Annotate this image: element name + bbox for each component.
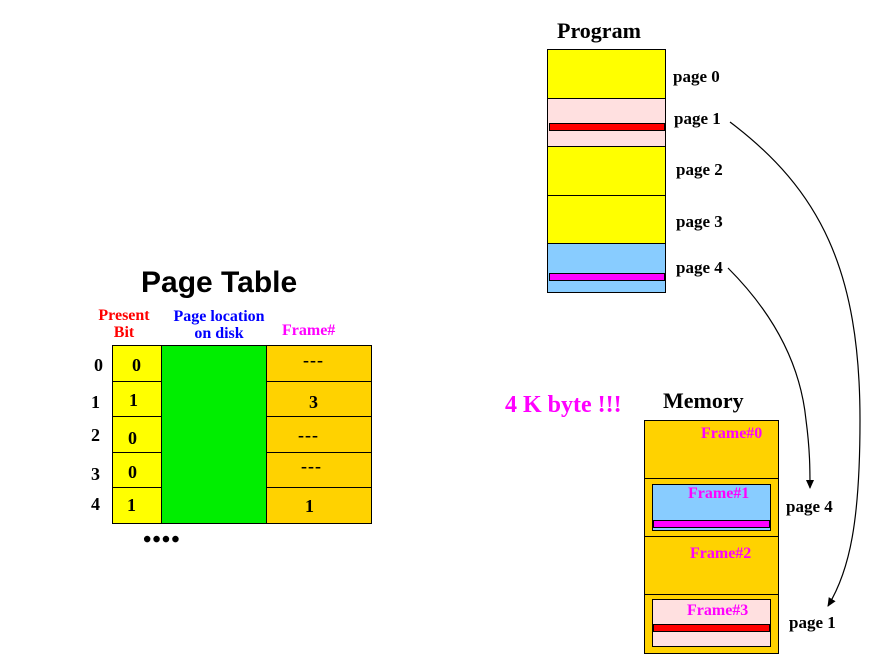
memory-page-1-label: page 1	[789, 613, 836, 632]
present-bit-header: Present Bit	[92, 307, 156, 341]
memory-frame-1	[644, 478, 779, 537]
frame-size-note: 4 K byte !!!	[505, 392, 622, 418]
memory-title: Memory	[663, 388, 744, 413]
frame-cell-0	[266, 345, 372, 382]
memory-frame-2	[644, 536, 779, 595]
more-rows-ellipsis: ••••	[143, 527, 181, 553]
row-index-3: 3	[91, 464, 100, 484]
present-cell-2	[112, 416, 162, 453]
frame-value-2: ---	[298, 425, 319, 445]
row-index-1: 1	[91, 392, 100, 412]
present-cell-4	[112, 487, 162, 524]
page-table-title: Page Table	[141, 266, 298, 299]
row-index-0: 0	[94, 355, 103, 375]
frame-cell-4	[266, 487, 372, 524]
frame-3-reference-bar	[653, 624, 770, 632]
page-location-header-line2: on disk	[194, 325, 244, 342]
page-1-reference-bar	[549, 123, 665, 131]
page-location-header: Page location on disk	[160, 308, 278, 342]
present-bit-1: 1	[129, 390, 138, 410]
program-page-1-label: page 1	[674, 109, 721, 128]
frame-value-1: 3	[309, 392, 318, 412]
memory-frame-3	[644, 594, 779, 654]
memory-frame-1-page	[652, 484, 771, 531]
frame-cell-2	[266, 416, 372, 453]
program-page-4	[547, 243, 666, 293]
row-index-4: 4	[91, 494, 100, 514]
page-4-reference-bar	[549, 273, 665, 281]
page-location-header-line1: Page location	[173, 308, 265, 325]
frame-value-0: ---	[303, 350, 324, 370]
page-1-to-frame-3-arrow	[729, 121, 861, 607]
program-title: Program	[557, 18, 641, 43]
present-bit-2: 0	[128, 428, 137, 448]
program-page-4-label: page 4	[676, 258, 723, 277]
frame-value-4: 1	[305, 496, 314, 516]
frame-3-label: Frame#3	[687, 602, 749, 619]
frame-2-label: Frame#2	[690, 545, 752, 562]
present-cell-0	[112, 345, 162, 382]
page-4-to-frame-1-arrow	[727, 267, 814, 489]
program-page-0	[547, 49, 666, 99]
frame-1-label: Frame#1	[688, 485, 750, 502]
program-page-2-label: page 2	[676, 160, 723, 179]
present-bit-4: 1	[127, 495, 136, 515]
program-page-3-label: page 3	[676, 212, 723, 231]
page-location-column	[161, 345, 267, 524]
row-index-2: 2	[91, 425, 100, 445]
memory-frame-3-page	[652, 599, 771, 647]
frame-1-reference-bar	[653, 520, 770, 528]
memory-frame-0	[644, 420, 779, 479]
present-bit-header-line2: Bit	[113, 324, 135, 341]
frame-0-label: Frame#0	[701, 425, 763, 442]
frame-header: Frame#	[282, 322, 336, 339]
present-bit-0: 0	[132, 355, 141, 375]
present-bit-3: 0	[128, 462, 137, 482]
frame-value-3: ---	[301, 456, 322, 476]
program-page-0-label: page 0	[673, 67, 720, 86]
program-page-2	[547, 146, 666, 196]
memory-page-4-label: page 4	[786, 497, 833, 516]
present-bit-header-line1: Present	[98, 307, 150, 324]
